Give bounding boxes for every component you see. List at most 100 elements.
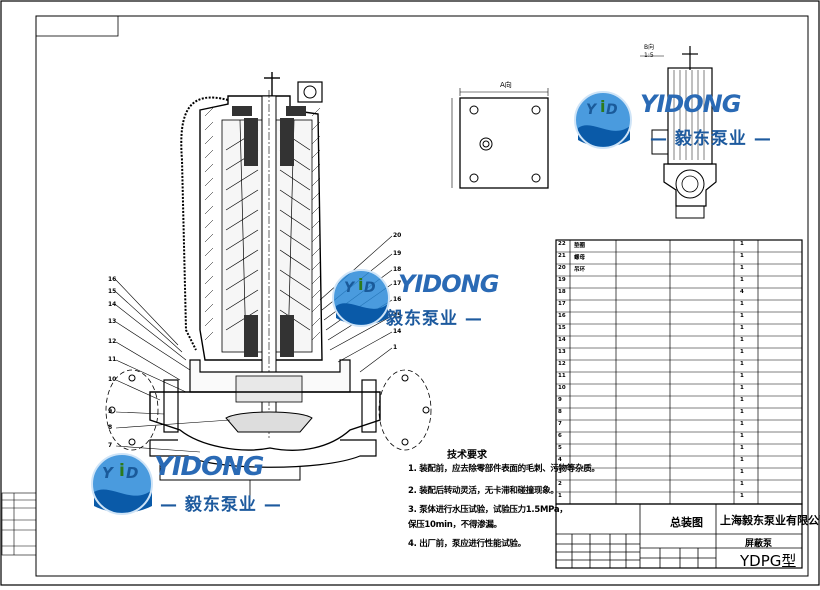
product-name: 屏蔽泵 (745, 539, 773, 549)
balloon-label: 14 (108, 301, 117, 308)
product-model: YDPG型 (740, 552, 797, 570)
logo-brand: YIDONG (154, 452, 264, 482)
logo-watermark-3: Y D i YIDONG — 毅东泵业 — (90, 450, 290, 516)
svg-text:i: i (119, 461, 125, 481)
logo-cn-text: 毅东泵业 (674, 129, 747, 149)
bom-cell-qty: 1 (740, 313, 744, 319)
bom-cell-no: 13 (558, 349, 566, 355)
svg-text:i: i (600, 97, 605, 116)
balloon-label: 11 (108, 356, 117, 363)
bom-cell-qty: 1 (740, 481, 744, 487)
note-2: 2. 装配后转动灵活，无卡滞和碰撞现象。 (408, 486, 559, 496)
bom-cell-qty: 1 (740, 325, 744, 331)
balloon-label: 10 (108, 376, 117, 383)
bom-cell-no: 21 (558, 253, 566, 259)
section-label: A向 (500, 81, 512, 89)
side-view (640, 46, 717, 219)
balloon-label: 9 (108, 408, 113, 415)
bom-cell-no: 18 (558, 289, 566, 295)
bom-cell-no: 11 (558, 373, 566, 379)
inner-frame (35, 15, 809, 577)
svg-text:D: D (364, 280, 376, 296)
balloon-label: 1 (393, 344, 398, 351)
view-label-bottom: 1:5 (644, 52, 654, 59)
bom-cell-no: 14 (558, 337, 566, 343)
svg-text:D: D (126, 464, 138, 482)
bom-cell-no: 12 (558, 361, 566, 367)
balloon-label: 14 (393, 328, 402, 335)
bom-cell-no: 10 (558, 385, 566, 391)
bom-cell-no: 16 (558, 313, 566, 319)
svg-text:D: D (606, 102, 618, 118)
bom-cell-qty: 1 (740, 409, 744, 415)
title-block-grid (555, 503, 803, 569)
bom-cell-qty: 4 (740, 289, 744, 295)
bom-cell-qty: 1 (740, 361, 744, 367)
svg-text:Y: Y (102, 464, 115, 482)
balloon-label: 18 (393, 266, 402, 273)
logo-cn-text: 毅东泵业 (386, 309, 458, 329)
bom-cell-qty: 1 (740, 433, 744, 439)
pump-section (105, 72, 432, 500)
bom-cell-name: 垫圈 (574, 243, 586, 249)
balloon-label: 16 (108, 276, 117, 283)
balloon-label: 8 (108, 424, 113, 431)
bom-cell-qty: 1 (740, 457, 744, 463)
bom-cell-qty: 1 (740, 253, 744, 259)
logo-emblem: Y D i (91, 453, 153, 515)
logo-emblem: Y D i (574, 91, 632, 149)
balloon-label: 13 (108, 318, 117, 325)
logo-brand: YIDONG (398, 270, 499, 298)
svg-text:Y: Y (344, 280, 356, 296)
svg-text:i: i (358, 275, 363, 294)
balloon-label: 17 (393, 280, 402, 287)
bom-cell-qty: 1 (740, 265, 744, 271)
note-3b: 保压10min，不得渗漏。 (408, 520, 502, 530)
logo-watermark-2: Y D i YIDONG 毅东泵业 — (330, 266, 530, 329)
bom-cell-no: 7 (558, 421, 562, 427)
note-1: 1. 装配前，应去除零部件表面的毛刺、污物等杂质。 (408, 464, 600, 474)
balloon-label: 16 (393, 296, 402, 303)
corner-label-box (35, 15, 119, 37)
bom-cell-qty: 1 (740, 493, 744, 499)
bom-cell-qty: 1 (740, 385, 744, 391)
balloon-label: 7 (108, 442, 113, 449)
bom-cell-no: 1 (558, 493, 562, 499)
bom-cell-no: 19 (558, 277, 566, 283)
drawing-title: 总装图 (670, 516, 703, 529)
bom-cell-no: 8 (558, 409, 562, 415)
logo-cn-text: 毅东泵业 (184, 495, 257, 515)
bom-cell-qty: 1 (740, 421, 744, 427)
bom-cell-name: 螺母 (574, 255, 586, 261)
bom-cell-no: 2 (558, 481, 562, 487)
a-view (451, 88, 549, 189)
bom-cell-qty: 1 (740, 469, 744, 475)
logo-cn-name: — 毅东泵业 — (650, 129, 772, 149)
margin-table (1, 492, 37, 556)
svg-text:Y: Y (586, 102, 598, 118)
bom-row-lines (556, 251, 802, 493)
bom-cell-qty: 1 (740, 337, 744, 343)
logo-watermark-1: Y D i YIDONG — 毅东泵业 — (572, 88, 772, 150)
bom-cell-no: 5 (558, 445, 562, 451)
balloon-label: 19 (393, 250, 402, 257)
bom-cell-no: 3 (558, 469, 562, 475)
note-4: 4. 出厂前，泵应进行性能试验。 (408, 539, 526, 549)
bom-cell-qty: 1 (740, 241, 744, 247)
bom-cell-qty: 1 (740, 445, 744, 451)
bom-cell-no: 6 (558, 433, 562, 439)
bom-cell-qty: 1 (740, 301, 744, 307)
balloon-label: 15 (108, 288, 117, 295)
company-name: 上海毅东泵业有限公司 (720, 514, 820, 527)
view-label-top: B向 (644, 44, 655, 51)
bom-cell-no: 22 (558, 241, 566, 247)
bom-cell-no: 4 (558, 457, 562, 463)
logo-brand: YIDONG (640, 90, 741, 118)
balloon-label: 20 (393, 232, 402, 239)
logo-emblem: Y D i (332, 269, 390, 327)
balloon-label: 12 (108, 338, 117, 345)
note-3: 3. 泵体进行水压试验，试验压力1.5MPa， (408, 505, 568, 515)
